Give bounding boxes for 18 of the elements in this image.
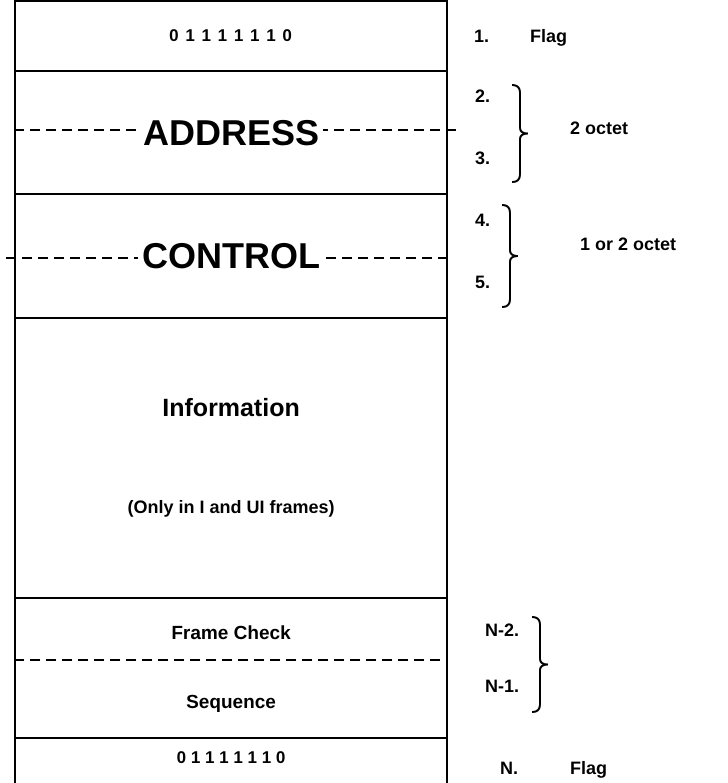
annotation-label: Flag <box>530 26 568 47</box>
annotation-label: N-2. <box>485 620 520 641</box>
annotation-label: 4. <box>475 210 490 231</box>
annotation-label: 2. <box>475 86 490 107</box>
annotation-label: Flag <box>570 758 608 779</box>
flag-field <box>14 0 448 72</box>
annotation-label: N. <box>500 758 518 779</box>
annotation-label: 1. <box>474 26 490 47</box>
flag-field <box>14 737 448 783</box>
annotation-label: 2 octet <box>570 118 628 139</box>
frame-check-sequence-field <box>14 597 448 739</box>
annotation-label: N-1. <box>485 676 520 697</box>
control-field <box>14 193 448 319</box>
annotation-label: 1 or 2 octet <box>580 234 676 255</box>
information-field <box>14 317 448 599</box>
annotation-label: 3. <box>475 148 490 169</box>
address-field <box>14 70 448 195</box>
annotation-label: 5. <box>475 272 490 293</box>
